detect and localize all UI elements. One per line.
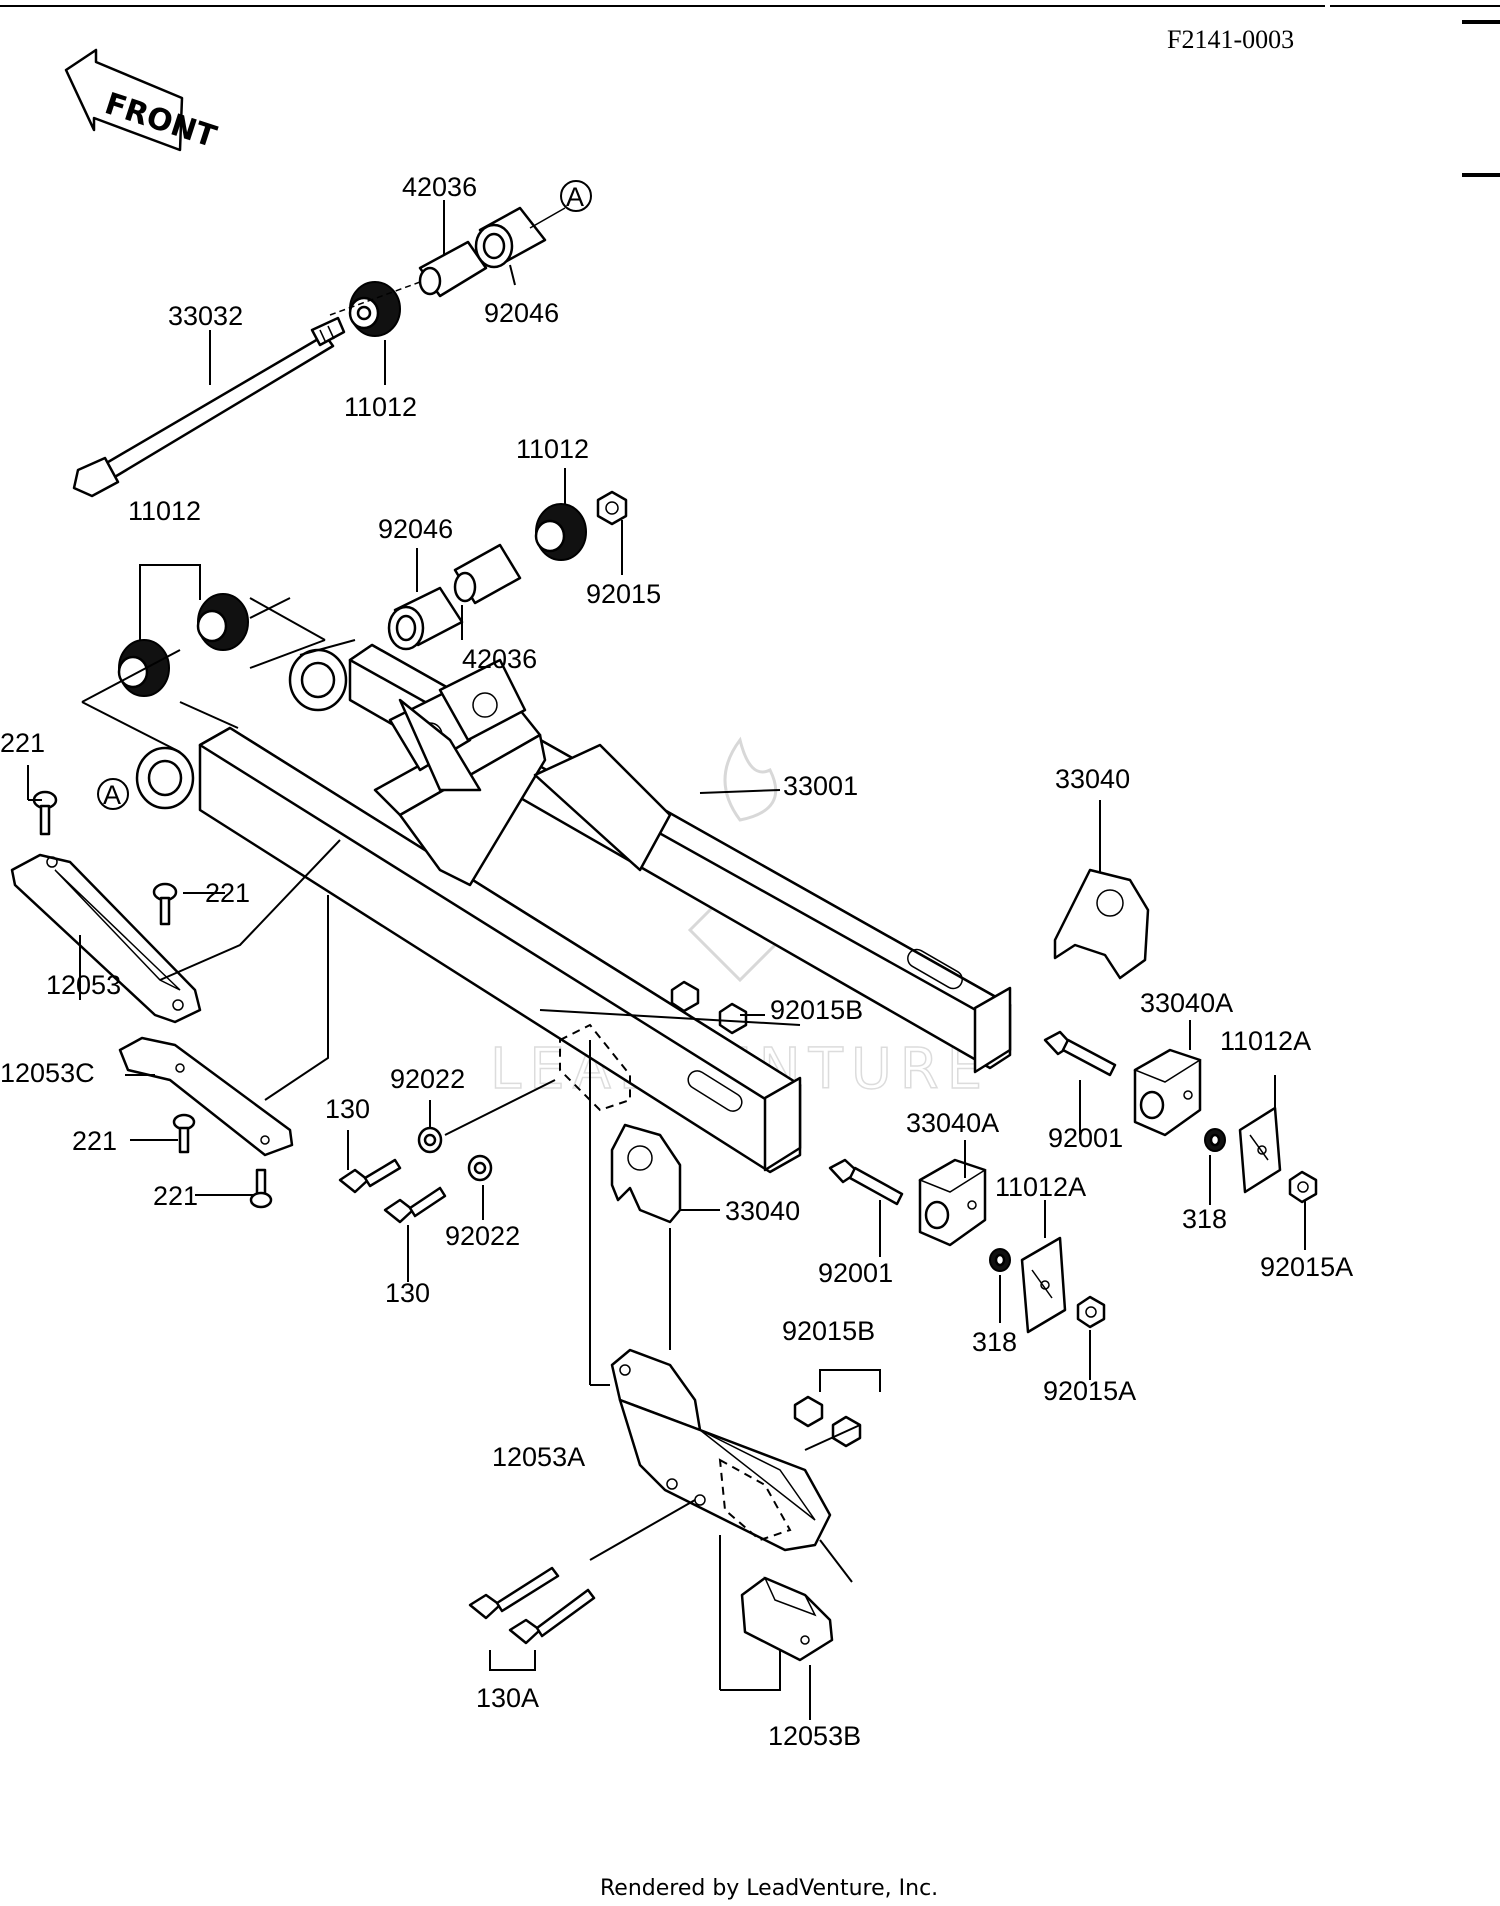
nut-92015B-lower <box>793 1395 862 1448</box>
part-label-42036: 42036 <box>402 172 477 202</box>
part-label-221: 221 <box>153 1181 198 1211</box>
part-label-92015: 92015 <box>586 579 661 609</box>
part-label-33040: 33040 <box>1055 764 1130 794</box>
swingarm-33001 <box>135 639 1012 1174</box>
part-label-130: 130 <box>325 1094 370 1124</box>
chain-guide-plate-12053C <box>118 1036 294 1157</box>
pivot-shaft-33032 <box>72 316 346 498</box>
washer-318-right <box>1204 1128 1226 1152</box>
bracket-33040-right <box>1053 868 1150 980</box>
bearing-92046-top <box>474 206 547 269</box>
part-label-92001: 92001 <box>1048 1123 1123 1153</box>
front-direction-arrow: FRONT <box>64 48 221 155</box>
diagram-code: F2141-0003 <box>1167 25 1294 54</box>
bolt-130-a <box>338 1158 402 1194</box>
part-label-92001: 92001 <box>818 1258 893 1288</box>
bushing-11012-top <box>348 281 401 337</box>
leader-lines <box>27 200 1306 1720</box>
part-label-33040A: 33040A <box>1140 988 1233 1018</box>
bushing-outline <box>249 639 326 669</box>
chain-slider-12053B <box>740 1576 834 1662</box>
part-label-221: 221 <box>0 728 45 758</box>
leader-dash <box>329 281 421 316</box>
part-label-92015A: 92015A <box>1260 1252 1353 1282</box>
washer-318-mid <box>989 1248 1011 1272</box>
part-label-42036: 42036 <box>462 644 537 674</box>
part-label-11012A: 11012A <box>995 1172 1086 1202</box>
part-label-11012: 11012 <box>516 434 589 464</box>
part-label-33001: 33001 <box>783 771 858 801</box>
bushing-11012-left-a <box>196 593 249 651</box>
part-label-221: 221 <box>205 878 250 908</box>
screw-221-d <box>249 1168 273 1209</box>
chain-adjuster-plate-11012A-mid <box>1020 1236 1067 1334</box>
part-label-12053: 12053 <box>46 970 121 1000</box>
part-label-92046: 92046 <box>484 298 559 328</box>
part-label-221: 221 <box>72 1126 117 1156</box>
bolt-92001-right <box>1043 1030 1117 1077</box>
bushing-outline <box>249 597 326 641</box>
nut-92015A-right <box>1288 1170 1318 1204</box>
screw-221-c <box>172 1113 196 1154</box>
screw-221-b <box>152 882 178 926</box>
ref-marker-A-left: A <box>97 778 129 810</box>
part-label-33032: 33032 <box>168 301 243 331</box>
part-label-12053B: 12053B <box>768 1721 861 1751</box>
footer-credit: Rendered by LeadVenture, Inc. <box>600 1876 938 1901</box>
part-label-11012: 11012 <box>128 496 201 526</box>
part-label-33040A: 33040A <box>906 1108 999 1138</box>
bushing-11012-mid <box>534 503 587 561</box>
part-label-130: 130 <box>385 1278 430 1308</box>
svg-text:A: A <box>566 182 584 212</box>
part-label-92015B: 92015B <box>782 1316 875 1346</box>
part-label-130A: 130A <box>476 1683 539 1713</box>
part-label-11012: 11012 <box>344 392 417 422</box>
bolt-130A-b <box>508 1588 596 1645</box>
bushing-outline <box>81 701 181 753</box>
bearing-92046-mid <box>387 586 464 651</box>
part-label-92046: 92046 <box>378 514 453 544</box>
ref-marker-A-top: A <box>560 180 592 212</box>
bolt-92001-mid <box>828 1158 904 1206</box>
washer-92022-a <box>417 1126 443 1154</box>
bracket-33040-mid <box>610 1123 682 1224</box>
adjuster-block-33040A-right <box>1133 1048 1202 1137</box>
bushing-outline <box>249 597 291 619</box>
part-label-92015A: 92015A <box>1043 1376 1136 1406</box>
nut-92015B-upper <box>670 980 748 1035</box>
chain-slider-12053 <box>10 853 202 1024</box>
bolt-130A-a <box>468 1566 560 1620</box>
part-label-318: 318 <box>972 1327 1017 1357</box>
screw-221-a <box>32 790 58 836</box>
part-label-92022: 92022 <box>390 1064 465 1094</box>
adjuster-block-33040A-mid <box>918 1158 987 1247</box>
part-label-11012A: 11012A <box>1220 1026 1311 1056</box>
washer-92022-b <box>467 1154 493 1182</box>
part-label-318: 318 <box>1182 1204 1227 1234</box>
part-label-12053C: 12053C <box>0 1058 95 1088</box>
svg-text:A: A <box>103 780 121 810</box>
chain-guide-12053A <box>610 1348 832 1552</box>
nut-92015 <box>596 490 628 526</box>
nut-92015A-mid <box>1076 1295 1106 1329</box>
collar-42036-top <box>418 240 488 298</box>
part-label-33040: 33040 <box>725 1196 800 1226</box>
part-label-12053A: 12053A <box>492 1442 585 1472</box>
chain-adjuster-plate-11012A-right <box>1238 1106 1282 1194</box>
bushing-outline <box>179 701 239 729</box>
leader-to-A <box>529 207 566 229</box>
collar-42036-mid <box>453 543 522 605</box>
part-label-92015B: 92015B <box>770 995 863 1025</box>
bolt-130-b <box>383 1186 447 1224</box>
bushing-outline <box>81 649 181 703</box>
part-label-92022: 92022 <box>445 1221 520 1251</box>
